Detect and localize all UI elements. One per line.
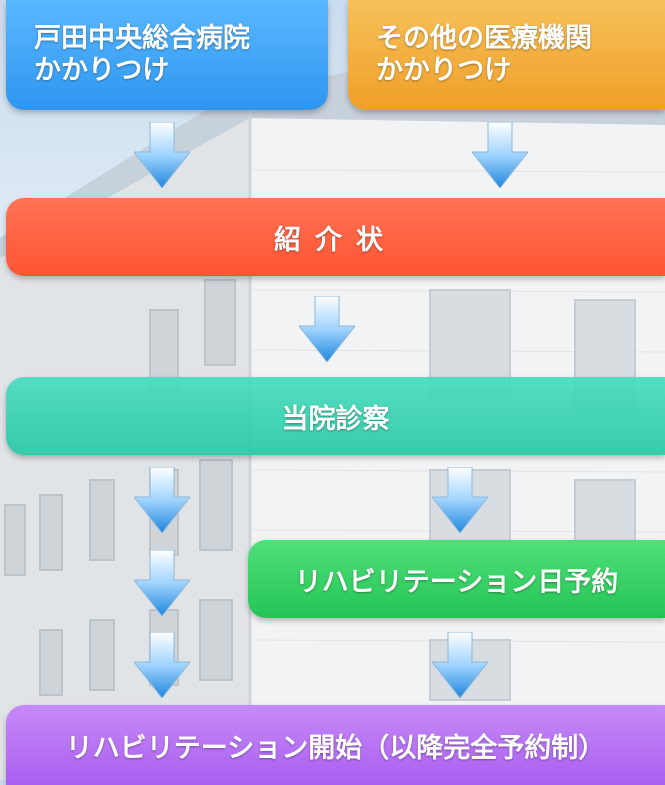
down-arrow-icon	[134, 550, 190, 616]
other-institution-line2: かかりつけ	[376, 55, 512, 86]
down-arrow-icon	[472, 122, 528, 188]
other-institution-box: その他の医療機関 かかりつけ	[348, 0, 665, 110]
toda-hospital-box: 戸田中央総合病院 かかりつけ	[6, 0, 328, 110]
examination-box: 当院診察	[6, 377, 665, 455]
down-arrow-icon	[432, 467, 488, 533]
down-arrow-icon	[134, 632, 190, 698]
examination-label: 当院診察	[281, 403, 390, 435]
rehab-start-label: リハビリテーション開始（以降完全予約制）	[65, 732, 606, 764]
down-arrow-icon	[432, 632, 488, 698]
toda-hospital-line1: 戸田中央総合病院	[34, 23, 250, 54]
referral-letter-box: 紹介状	[6, 198, 665, 276]
rehab-start-box: リハビリテーション開始（以降完全予約制）	[6, 705, 665, 785]
rehab-booking-label: リハビリテーション日予約	[294, 566, 619, 598]
down-arrow-icon	[134, 467, 190, 533]
toda-hospital-line2: かかりつけ	[34, 55, 170, 86]
down-arrow-icon	[299, 296, 355, 362]
other-institution-line1: その他の医療機関	[376, 23, 592, 54]
referral-letter-label: 紹介状	[274, 224, 397, 256]
rehab-booking-box: リハビリテーション日予約	[248, 540, 665, 618]
down-arrow-icon	[134, 122, 190, 188]
